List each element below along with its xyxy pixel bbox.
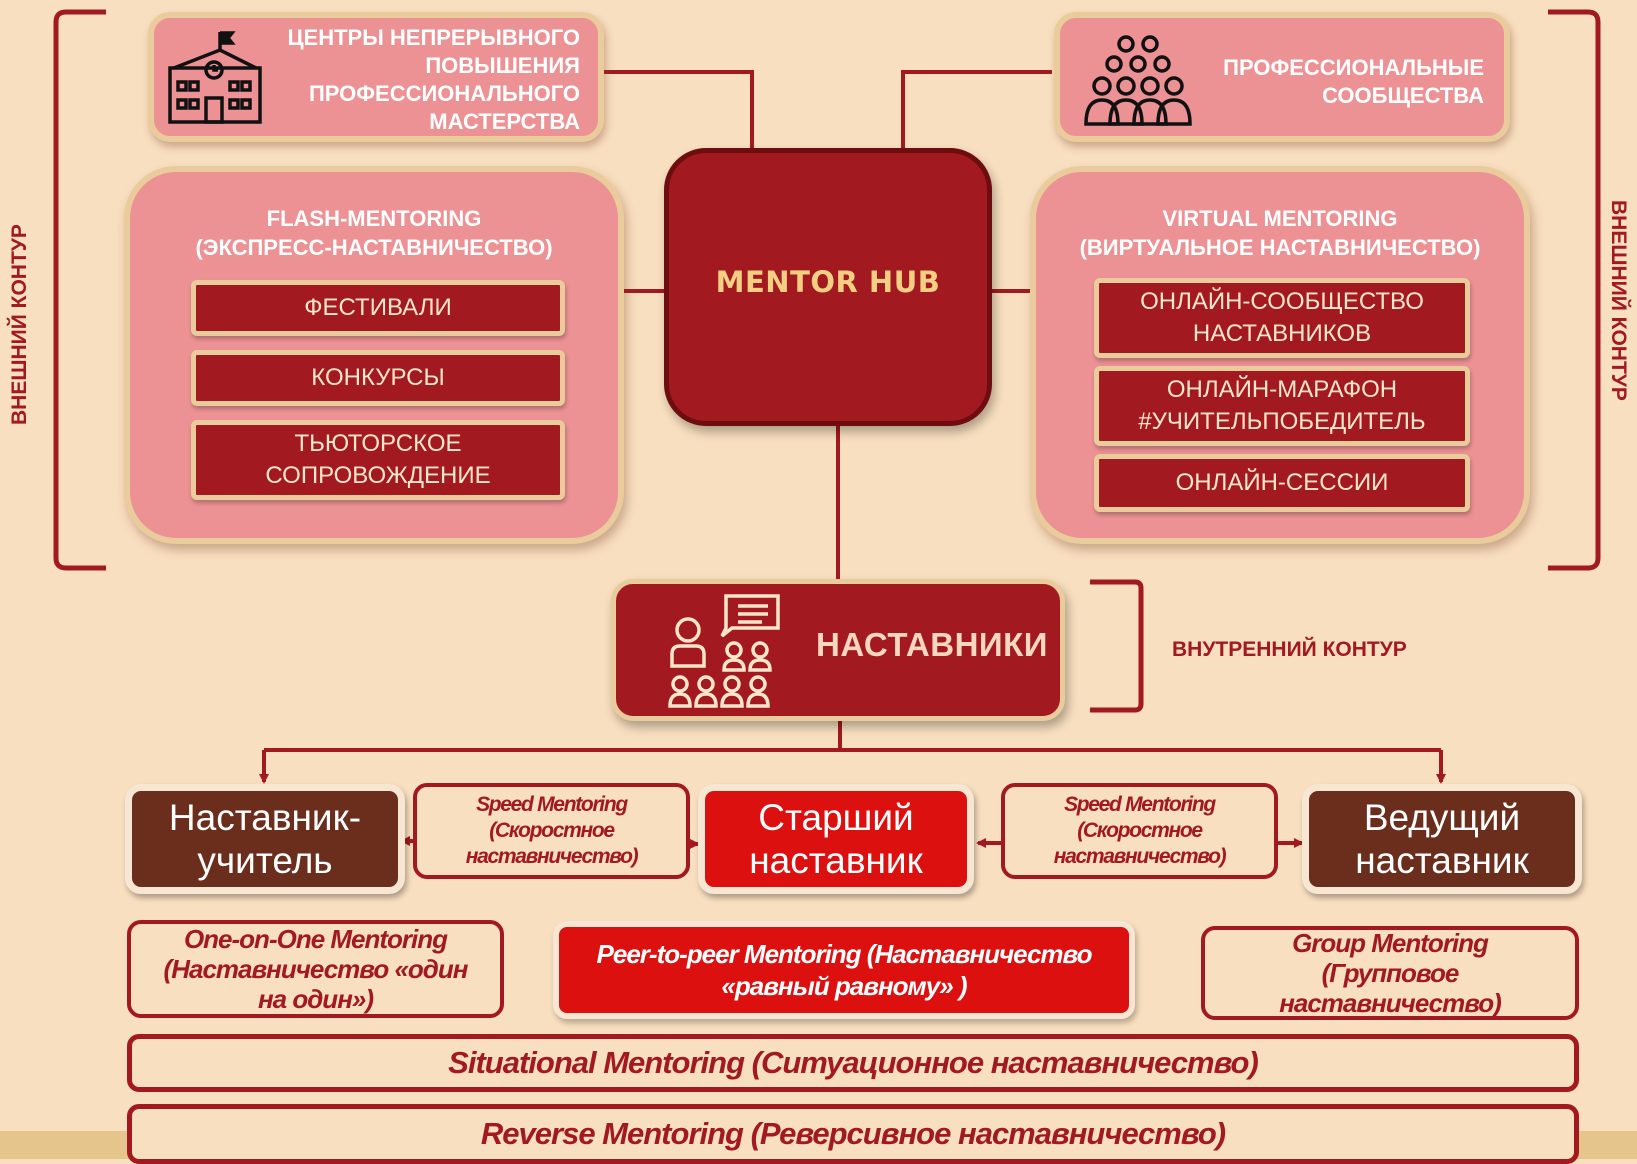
flash-mentoring-box: FLASH-MENTORING (ЭКСПРЕСС-НАСТАВНИЧЕСТВО… bbox=[124, 166, 624, 544]
inner-contour-label: ВНУТРЕННИЙ КОНТУР bbox=[1172, 638, 1407, 661]
one-on-one-mentoring: One-on-One Mentoring (Наставничество «од… bbox=[127, 920, 504, 1018]
presenter-audience-icon bbox=[668, 594, 780, 708]
group-mentoring: Group Mentoring (Групповое наставничеств… bbox=[1201, 926, 1579, 1020]
connector-top-left bbox=[600, 70, 754, 150]
virtual-item-online-marathon: ОНЛАЙН-МАРАФОН #УЧИТЕЛЬПОБЕДИТЕЛЬ bbox=[1094, 366, 1470, 446]
flash-mentoring-title: FLASH-MENTORING (ЭКСПРЕСС-НАСТАВНИЧЕСТВО… bbox=[195, 206, 553, 260]
school-building-icon bbox=[168, 31, 262, 124]
professional-communities-box: ПРОФЕССИОНАЛЬНЫЕ СООБЩЕСТВА bbox=[1054, 12, 1510, 142]
training-centers-box: ЦЕНТРЫ НЕПРЕРЫВНОГО ПОВЫШЕНИЯ ПРОФЕССИОН… bbox=[148, 12, 604, 142]
role-mentor-teacher: Наставник- учитель bbox=[125, 784, 405, 894]
connector-mentors-roles bbox=[264, 721, 1441, 752]
virtual-item-online-sessions: ОНЛАЙН-СЕССИИ bbox=[1094, 454, 1470, 512]
virtual-mentoring-title: VIRTUAL MENTORING (ВИРТУАЛЬНОЕ НАСТАВНИЧ… bbox=[1079, 206, 1481, 260]
left-bracket bbox=[53, 9, 106, 571]
professional-communities-title: ПРОФЕССИОНАЛЬНЫЕ СООБЩЕСТВА bbox=[1223, 55, 1484, 108]
role-lead-mentor: Ведущий наставник bbox=[1302, 784, 1582, 894]
mentor-hub: MENTOR HUB bbox=[664, 148, 992, 426]
outer-contour-label-left: ВНЕШНИЙ КОНТУР bbox=[8, 224, 31, 425]
right-bracket bbox=[1548, 9, 1601, 571]
peer-to-peer-mentoring: Peer-to-peer Mentoring (Наставничество «… bbox=[553, 921, 1135, 1019]
virtual-item-online-community: ОНЛАЙН-СООБЩЕСТВО НАСТАВНИКОВ bbox=[1094, 278, 1470, 358]
reverse-mentoring: Reverse Mentoring (Реверсивное наставнич… bbox=[127, 1104, 1579, 1164]
flash-item-festivals: ФЕСТИВАЛИ bbox=[191, 280, 565, 336]
connector-top-right bbox=[901, 70, 1052, 150]
outer-contour-label-right: ВНЕШНИЙ КОНТУР bbox=[1607, 200, 1630, 401]
speed-mentoring-right: Speed Mentoring (Скоростное наставничест… bbox=[1001, 783, 1278, 879]
speed-mentoring-left: Speed Mentoring (Скоростное наставничест… bbox=[413, 783, 690, 879]
situational-mentoring: Situational Mentoring (Ситуационное наст… bbox=[127, 1034, 1579, 1092]
flash-item-tutoring: ТЬЮТОРСКОЕ СОПРОВОЖДЕНИЕ bbox=[191, 420, 565, 500]
mentors-box: НАСТАВНИКИ bbox=[611, 579, 1065, 721]
community-crowd-icon bbox=[1084, 35, 1192, 126]
mentor-hub-label: MENTOR HUB bbox=[715, 265, 941, 299]
virtual-mentoring-box: VIRTUAL MENTORING (ВИРТУАЛЬНОЕ НАСТАВНИЧ… bbox=[1030, 166, 1530, 544]
mentors-label: НАСТАВНИКИ bbox=[816, 626, 1049, 663]
role-senior-mentor: Старший наставник bbox=[698, 784, 974, 894]
inner-bracket bbox=[1090, 579, 1144, 713]
training-centers-title: ЦЕНТРЫ НЕПРЕРЫВНОГО ПОВЫШЕНИЯ ПРОФЕССИОН… bbox=[287, 25, 580, 134]
flash-item-contests: КОНКУРСЫ bbox=[191, 350, 565, 406]
